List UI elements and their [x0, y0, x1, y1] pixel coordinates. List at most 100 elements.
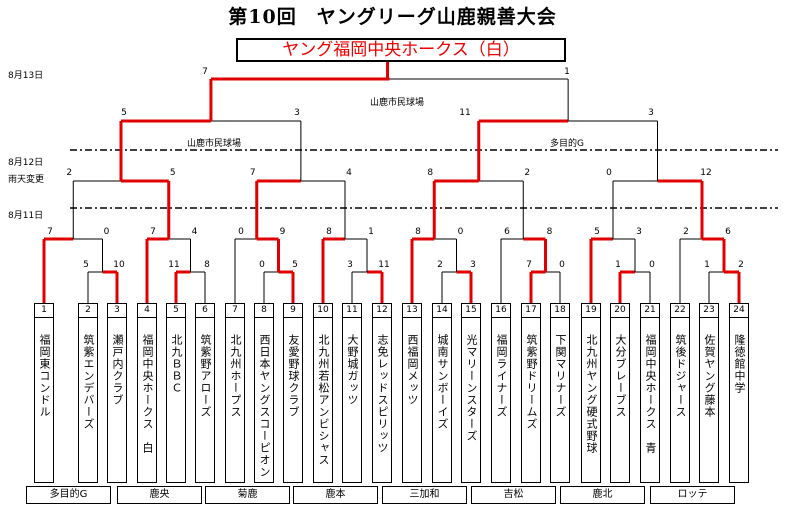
- score-r1-2-right: 8: [204, 260, 210, 270]
- team-number: 1: [35, 304, 53, 318]
- team-entry: 19 北九州ヤング硬式野球: [581, 303, 601, 483]
- team-name: 大野城ガッツ: [346, 334, 359, 406]
- champion-box: ヤング福岡中央ホークス（白）: [236, 38, 566, 62]
- team-name: 北九州若松アンビシャス: [317, 334, 330, 466]
- group-venue: 多目的G: [26, 486, 111, 504]
- team-name: 福岡中央ホークス 白: [141, 334, 154, 454]
- team-number: 5: [167, 304, 185, 318]
- score-r2-3-left: 0: [238, 227, 244, 237]
- score-r1-3-right: 5: [292, 260, 298, 270]
- score-qf-3: 7: [249, 168, 256, 178]
- team-entry: 20 大分ブレーブス: [610, 303, 630, 483]
- team-entry: 15 光マリーンスターズ: [461, 303, 481, 483]
- score-final-left: 7: [202, 67, 208, 77]
- score-qf-6: 2: [524, 168, 531, 178]
- score-qf-5: 8: [427, 168, 434, 178]
- team-name: 福岡中央ホークス 青: [644, 334, 657, 454]
- score-r2-1-right: 0: [103, 227, 110, 237]
- score-r2-7-right: 3: [636, 227, 642, 237]
- team-name: 福岡ライナーズ: [495, 334, 508, 418]
- team-number: 16: [492, 304, 510, 318]
- score-r2-5-right: 0: [457, 227, 464, 237]
- team-name: 佐賀ヤング藤本: [703, 334, 716, 418]
- group-venue: 三加和: [382, 486, 467, 504]
- score-r2-6-right: 8: [546, 227, 553, 237]
- score-r1-4-right: 11: [378, 260, 390, 270]
- score-r2-1-left: 7: [47, 227, 53, 237]
- score-final-right: 1: [564, 67, 570, 77]
- team-entry: 11 大野城ガッツ: [342, 303, 362, 483]
- team-number: 19: [582, 304, 600, 318]
- score-r2-2-left: 7: [150, 227, 156, 237]
- team-entry: 2 筑紫エンデバーズ: [78, 303, 98, 483]
- score-sf1-left: 5: [121, 108, 127, 118]
- team-name: 光マリーンスターズ: [465, 334, 478, 442]
- team-name: 北九州ヤング硬式野球: [585, 334, 598, 454]
- score-r2-8-right: 6: [725, 227, 731, 237]
- score-r2-7-left: 5: [594, 227, 600, 237]
- score-r1-6-left: 7: [526, 260, 532, 270]
- team-number: 17: [522, 304, 540, 318]
- team-name: 筑後ドジャース: [674, 334, 687, 418]
- team-number: 24: [730, 304, 748, 318]
- group-venue: 菊鹿: [205, 486, 290, 504]
- group-venue: 鹿北: [560, 486, 645, 504]
- team-name: 隆徳館中学: [733, 334, 746, 394]
- group-venue: 鹿本: [293, 486, 378, 504]
- score-r1-3-left: 0: [259, 260, 265, 270]
- page-title: 第10回 ヤングリーグ山鹿親善大会: [228, 6, 557, 28]
- team-name: 北九州ホープス: [229, 334, 242, 418]
- group-venue: 吉松: [471, 486, 556, 504]
- group-venue: ロッテ: [650, 486, 735, 504]
- score-sf2-right: 3: [648, 108, 654, 118]
- date-aug11: 8月11日: [8, 211, 44, 221]
- score-r1-5-right: 3: [470, 260, 476, 270]
- score-r1-2-left: 11: [168, 260, 180, 270]
- team-name: 筑紫エンデバーズ: [82, 334, 95, 430]
- score-r1-6-right: 0: [559, 260, 565, 270]
- score-r1-1-right: 10: [113, 260, 125, 270]
- team-number: 11: [343, 304, 361, 318]
- team-number: 14: [433, 304, 451, 318]
- team-number: 21: [641, 304, 659, 318]
- team-number: 20: [611, 304, 629, 318]
- team-number: 7: [226, 304, 244, 318]
- team-entry: 16 福岡ライナーズ: [491, 303, 511, 483]
- rain-change-note: 雨天変更: [8, 175, 45, 185]
- score-r2-3-right: 9: [279, 227, 286, 237]
- date-aug13: 8月13日: [8, 71, 44, 81]
- score-qf-2: 5: [169, 168, 176, 178]
- score-qf-4: 4: [346, 168, 352, 178]
- team-entry: 24 隆徳館中学: [729, 303, 749, 483]
- team-number: 3: [108, 304, 126, 318]
- score-sf2-left: 11: [459, 108, 471, 118]
- score-r2-5-left: 8: [415, 227, 421, 237]
- team-number: 22: [671, 304, 689, 318]
- score-r1-8-right: 2: [738, 260, 744, 270]
- score-r1-1-left: 5: [83, 260, 89, 270]
- team-name: 大分ブレーブス: [614, 334, 627, 418]
- team-number: 2: [79, 304, 97, 318]
- score-sf1-right: 3: [294, 108, 300, 118]
- score-r2-2-right: 4: [191, 227, 198, 237]
- team-number: 23: [700, 304, 718, 318]
- score-r1-5-left: 2: [437, 260, 443, 270]
- score-r2-4-right: 1: [368, 227, 374, 237]
- team-entry: 7 北九州ホープス: [225, 303, 245, 483]
- team-entry: 21 福岡中央ホークス 青: [640, 303, 660, 483]
- team-number: 15: [462, 304, 480, 318]
- score-r2-6-left: 6: [504, 227, 510, 237]
- team-name: 筑紫野アローズ: [199, 334, 212, 418]
- team-name: 友愛野球クラブ: [287, 334, 300, 418]
- score-r1-7-left: 1: [615, 260, 621, 270]
